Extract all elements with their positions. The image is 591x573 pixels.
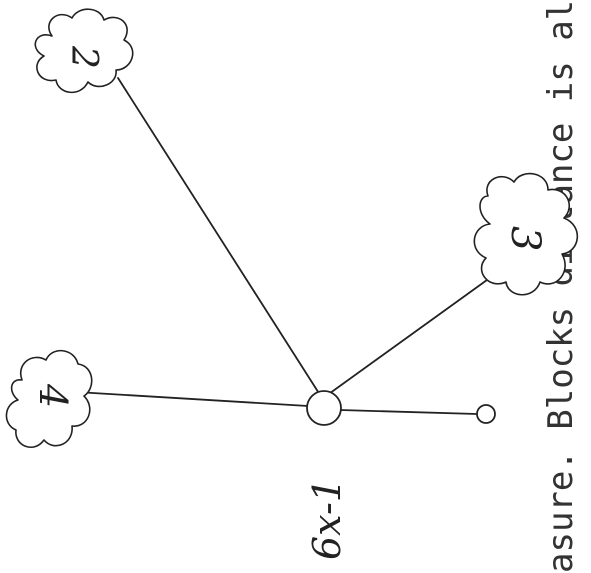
cloud-3: 3 [473,172,579,296]
leaf-node [476,404,496,424]
cloud-4-label: 4 [31,383,75,408]
edge-center-to-leaf [339,409,478,415]
central-node [306,390,342,426]
edge-center-to-node-3 [325,261,513,397]
edge-center-to-node-2 [117,77,323,399]
central-node-label: 6x-1 [305,478,349,560]
cloud-3-label: 3 [502,226,548,251]
cloud-4: 4 [5,349,93,449]
edge-center-to-node-4 [75,391,309,407]
header-text: asure. Blocks distance is also very [541,0,581,573]
cloud-2-label: 2 [63,45,104,69]
cloud-2: 2 [34,8,134,94]
